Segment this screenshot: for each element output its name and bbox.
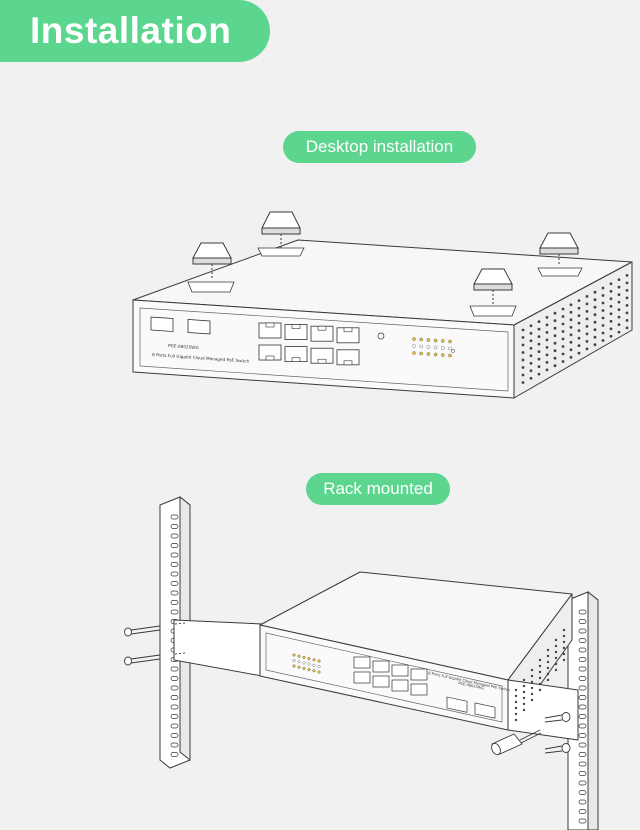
rack-bracket-right	[507, 679, 579, 741]
led-indicator-icon	[440, 346, 445, 350]
rack-mounted-label: Rack mounted	[306, 473, 450, 505]
led-indicator-icon	[419, 351, 424, 356]
led-indicator-icon	[433, 338, 438, 343]
desktop-installation-label: Desktop installation	[283, 131, 476, 163]
led-indicator-icon	[292, 659, 296, 663]
rack-switch	[259, 571, 579, 741]
led-indicator-icon	[317, 665, 321, 669]
led-indicator-icon	[433, 345, 438, 350]
rj45-port-icon	[391, 664, 409, 677]
led-indicator-icon	[297, 665, 301, 669]
led-indicator-icon	[440, 339, 445, 343]
led-indicator-icon	[433, 352, 438, 357]
desktop-led-indicators	[412, 337, 452, 358]
led-indicator-icon	[426, 352, 431, 356]
sfp-slot-icon	[150, 316, 174, 332]
reset-button-icon	[377, 332, 385, 340]
led-indicator-icon	[302, 661, 306, 665]
rubber-foot-icon	[187, 242, 235, 293]
screw-icon	[544, 712, 571, 723]
led-indicator-icon	[312, 663, 316, 667]
header-banner: Installation	[0, 0, 270, 62]
led-indicator-icon	[412, 344, 416, 348]
desktop-side-vents	[521, 274, 629, 384]
led-indicator-icon	[426, 338, 431, 342]
led-indicator-icon	[448, 339, 452, 344]
led-indicator-icon	[419, 344, 424, 349]
led-indicator-icon	[307, 662, 311, 666]
led-indicator-icon	[302, 666, 306, 670]
rj45-port-icon	[372, 675, 390, 688]
screw-icon	[124, 622, 186, 637]
rack-screws-left	[124, 622, 186, 666]
rubber-foot-icon	[257, 211, 305, 257]
desktop-front-panel: 8 Ports Full Gigabit Cloud Managed PoE S…	[150, 316, 455, 366]
rubber-foot-icon	[469, 268, 517, 317]
led-indicator-icon	[440, 353, 445, 357]
page-title: Installation	[30, 10, 232, 51]
rack-rj45-ports	[353, 656, 428, 696]
rj45-port-icon	[353, 656, 371, 669]
led-indicator-icon	[292, 664, 296, 668]
rack-led-indicators	[292, 653, 321, 674]
led-indicator-icon	[412, 351, 416, 355]
rj45-port-icon	[410, 683, 428, 696]
screwdriver-icon	[491, 729, 542, 756]
desktop-rj45-ports	[258, 322, 360, 366]
led-indicator-icon	[312, 669, 316, 673]
desktop-product-text: 8 Ports Full Gigabit Cloud Managed PoE S…	[152, 352, 250, 364]
rj45-port-icon	[410, 668, 428, 681]
led-indicator-icon	[448, 346, 452, 351]
desktop-model-text: PGE-0802SWG	[168, 343, 199, 350]
rubber-foot-icon	[537, 232, 583, 277]
led-indicator-icon	[426, 345, 431, 349]
screw-icon	[124, 652, 186, 666]
sfp-slot-icon	[187, 319, 211, 335]
led-indicator-icon	[302, 655, 306, 659]
led-indicator-icon	[317, 659, 321, 663]
rj45-port-icon	[391, 679, 409, 692]
led-indicator-icon	[297, 654, 301, 658]
rack-screws-right	[491, 712, 571, 756]
rack-rail-right	[567, 590, 599, 830]
led-indicator-icon	[307, 668, 311, 672]
rack-side-vents	[514, 628, 566, 722]
led-indicator-icon	[419, 337, 424, 342]
led-indicator-icon	[292, 653, 296, 657]
rj45-port-icon	[353, 671, 371, 684]
desktop-rubber-feet	[187, 211, 583, 317]
rj45-port-icon	[372, 660, 390, 673]
led-indicator-icon	[312, 658, 316, 662]
led-indicator-icon	[448, 353, 452, 358]
sfp-slot-icon	[446, 696, 468, 713]
led-indicator-icon	[297, 660, 301, 664]
led-indicator-icon	[307, 657, 311, 661]
led-indicator-icon	[317, 670, 321, 674]
sfp-slot-icon	[474, 702, 496, 719]
rack-model-text: PGE-0802SWG	[458, 681, 485, 690]
led-indicator-icon	[412, 337, 416, 341]
screw-icon	[544, 743, 571, 754]
